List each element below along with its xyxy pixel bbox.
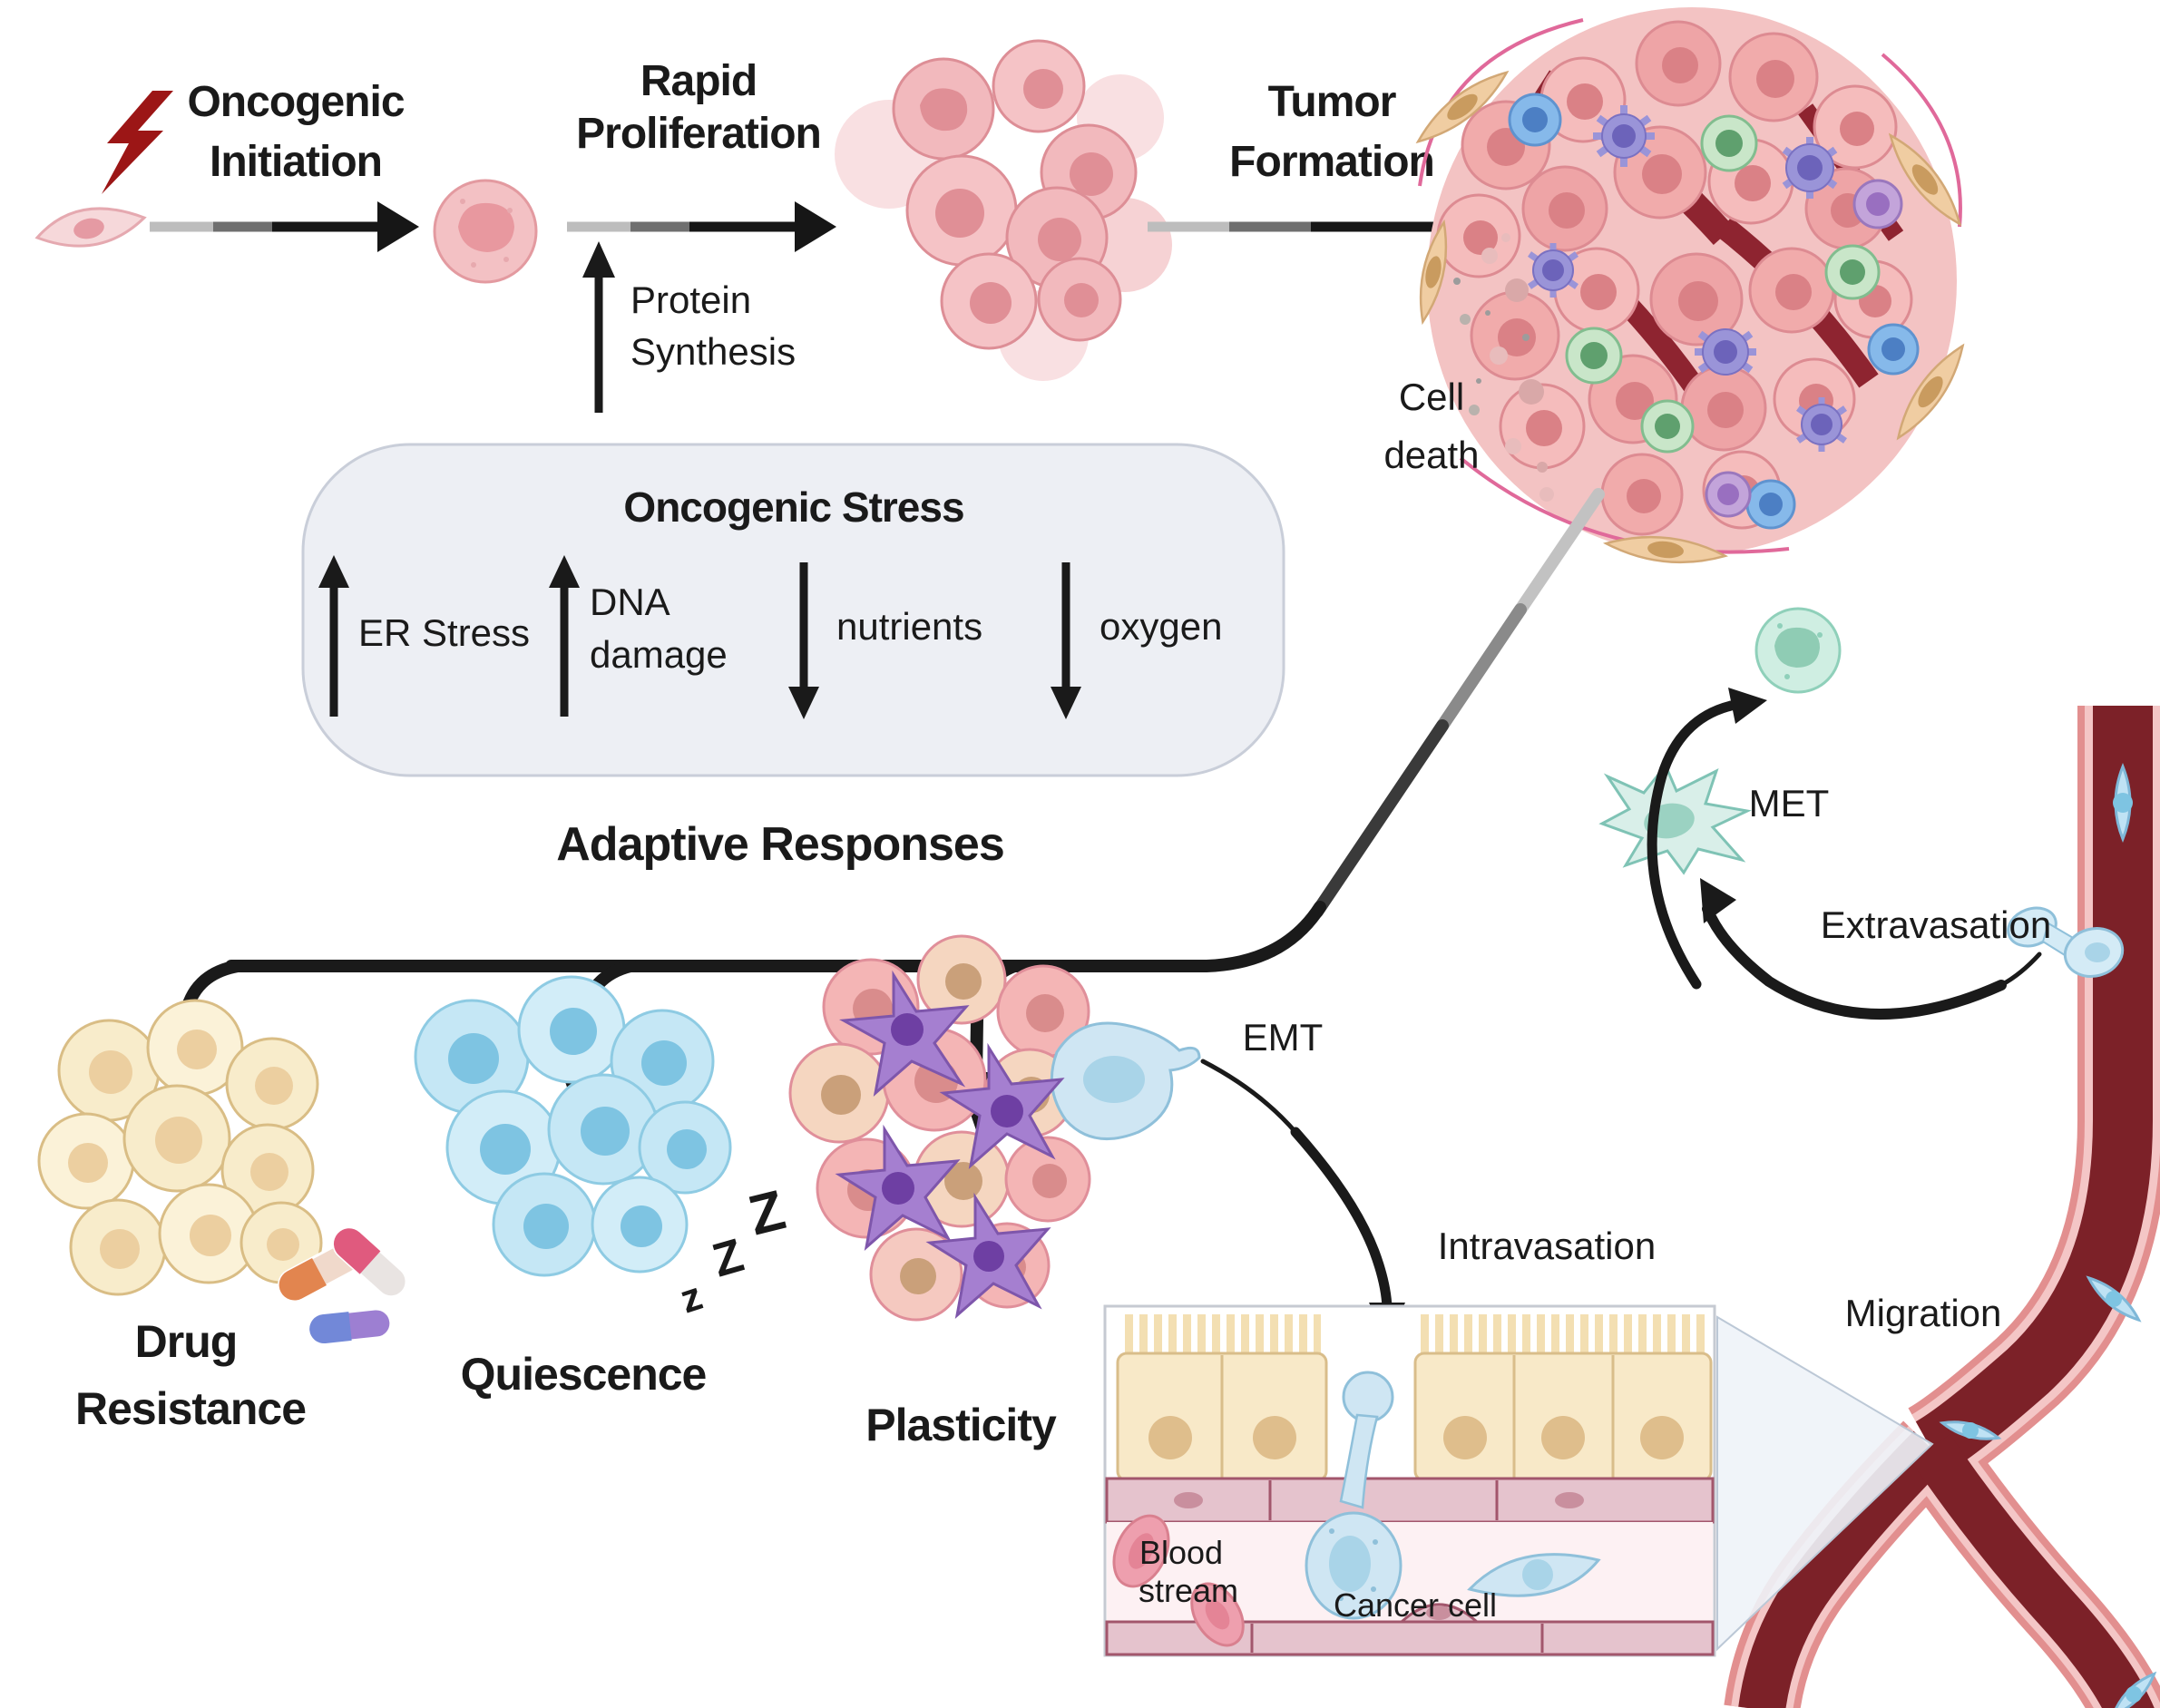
step3-label-line2: Formation bbox=[1229, 138, 1434, 186]
svg-text:Z: Z bbox=[707, 1229, 749, 1288]
met-epithelial-cell bbox=[1754, 607, 1842, 694]
factor-dna-line2: damage bbox=[590, 633, 728, 676]
immune-cell-icons bbox=[1528, 105, 1847, 452]
proliferating-cell-cluster bbox=[835, 39, 1172, 381]
red-blood-cells bbox=[1112, 1514, 1245, 1647]
drug-resistance-cluster bbox=[37, 999, 323, 1296]
mesenchymal-cell bbox=[1598, 763, 1752, 875]
emt-arrow bbox=[1200, 1059, 1393, 1313]
pills-icon bbox=[278, 1226, 408, 1345]
fibroblast-icons bbox=[1415, 70, 1965, 564]
oncogenic-stress-box: Oncogenic Stress ER Stress DNA damage nu… bbox=[301, 443, 1285, 777]
arrow-initiation bbox=[150, 201, 419, 252]
emt-cell bbox=[1050, 1021, 1201, 1141]
circulating-tumor-cells bbox=[1939, 762, 2157, 1708]
cell-death-label-line1: Cell bbox=[1399, 376, 1464, 418]
circulating-cancer-cell bbox=[1467, 1553, 1601, 1597]
sleep-zzz-icon: z Z Z bbox=[675, 1178, 791, 1322]
dna-damage-up-arrow-icon bbox=[549, 555, 580, 717]
drug-resistance-label-line1: Drug bbox=[135, 1316, 238, 1367]
tumor-mass bbox=[1415, 7, 1965, 564]
normal-cell bbox=[34, 207, 147, 248]
plasticity-cluster bbox=[788, 934, 1201, 1322]
cell-death-label-line2: death bbox=[1383, 434, 1479, 476]
quiescence-label: Quiescence bbox=[461, 1349, 707, 1400]
step2-label-line1: Rapid bbox=[640, 57, 757, 105]
cell-death-debris bbox=[1453, 233, 1554, 502]
emt-label: EMT bbox=[1243, 1016, 1324, 1059]
met-arrowhead bbox=[1728, 688, 1767, 724]
intravasation-inset: Blood stream Cancer cell bbox=[1103, 1304, 1716, 1657]
factor-dna-line1: DNA bbox=[590, 581, 670, 623]
intravasation-label: Intravasation bbox=[1438, 1225, 1656, 1267]
cancer-cell-label: Cancer cell bbox=[1334, 1586, 1497, 1624]
blood-stream-label-line2: stream bbox=[1139, 1572, 1238, 1609]
intravasating-cancer-cell bbox=[1305, 1371, 1403, 1620]
blood-stream-label-line1: Blood bbox=[1139, 1534, 1223, 1571]
extravasating-cell bbox=[2007, 906, 2125, 978]
extravasation-arrow bbox=[1702, 903, 2042, 1020]
drug-resistance-label-line2: Resistance bbox=[75, 1383, 306, 1434]
protein-synthesis-line2: Synthesis bbox=[630, 330, 796, 373]
migration-label: Migration bbox=[1845, 1292, 2002, 1334]
zoom-cone bbox=[1716, 1315, 1934, 1652]
step1-label-line2: Initiation bbox=[210, 138, 382, 186]
factor-nutrients: nutrients bbox=[836, 605, 982, 648]
quiescence-cluster bbox=[414, 975, 732, 1277]
svg-text:Z: Z bbox=[743, 1178, 791, 1247]
er-stress-up-arrow-icon bbox=[318, 555, 349, 717]
oxygen-down-arrow-icon bbox=[1051, 562, 1081, 719]
met-arrow bbox=[1647, 700, 1736, 990]
adaptive-responses-title: Adaptive Responses bbox=[556, 818, 1004, 871]
svg-text:z: z bbox=[675, 1274, 708, 1322]
initiated-cancer-cell bbox=[433, 179, 538, 284]
arrow-proliferation bbox=[567, 201, 836, 252]
oncogenic-stress-title: Oncogenic Stress bbox=[623, 483, 963, 531]
plasticity-label: Plasticity bbox=[865, 1400, 1057, 1450]
step3-label-line1: Tumor bbox=[1268, 78, 1396, 126]
oncogenic-hit-lightning-icon bbox=[102, 91, 173, 194]
step2-label-line2: Proliferation bbox=[576, 110, 821, 158]
factor-er-stress: ER Stress bbox=[358, 611, 530, 654]
met-label: MET bbox=[1749, 782, 1830, 825]
extravasation-arrowhead bbox=[1700, 878, 1736, 923]
blood-vessel bbox=[1724, 706, 2160, 1708]
protein-synthesis-up-arrow-icon bbox=[582, 241, 615, 413]
protein-synthesis-line1: Protein bbox=[630, 278, 751, 321]
extravasation-label: Extravasation bbox=[1821, 903, 2051, 946]
step1-label-line1: Oncogenic bbox=[187, 78, 404, 126]
factor-oxygen: oxygen bbox=[1100, 605, 1222, 648]
nutrients-down-arrow-icon bbox=[788, 562, 819, 719]
